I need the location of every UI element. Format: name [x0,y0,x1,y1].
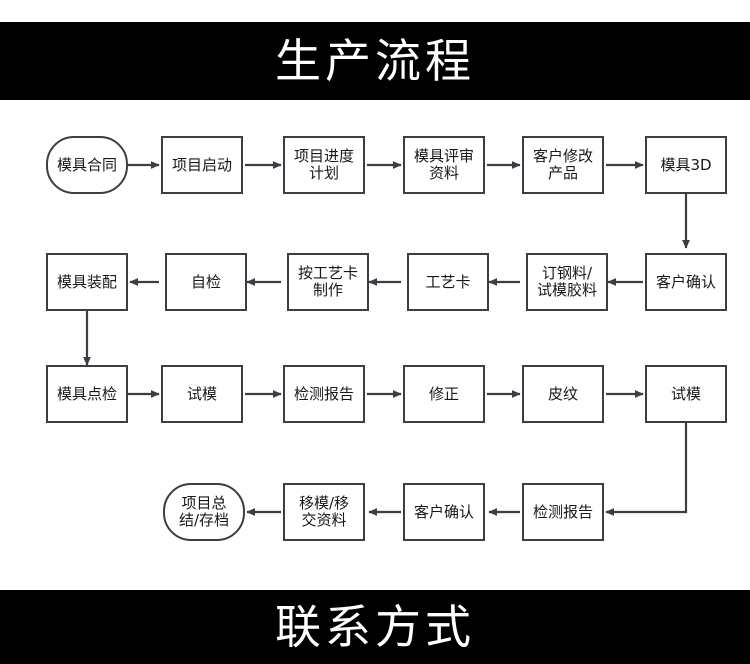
flow-node-project-start[interactable]: 项目启动 [161,136,243,194]
flow-node-customer-modify-product[interactable]: 客户修改 产品 [522,136,604,194]
header-banner: 生产流程 [0,22,750,100]
flow-node-label: 模具点检 [56,384,117,403]
flow-node-label: 移模/移 交资料 [298,494,350,529]
flow-node-label: 客户修改 产品 [532,147,593,182]
flow-node-label: 订钢料/ 试模胶料 [536,264,597,299]
flow-node-label: 修正 [428,384,459,403]
flow-node-project-schedule[interactable]: 项目进度 计划 [283,136,365,194]
flow-node-label: 检测报告 [532,502,593,521]
flow-node-mold-trial-1[interactable]: 试模 [161,365,243,423]
flow-node-label: 项目总 结/存档 [178,494,230,529]
flow-node-label: 模具装配 [56,272,117,291]
flow-node-label: 客户确认 [655,272,716,291]
flow-node-mold-trial-2[interactable]: 试模 [645,365,727,423]
flow-node-label: 皮纹 [547,384,578,403]
flow-node-mold-3d[interactable]: 模具3D [645,136,727,194]
flow-node-self-inspection[interactable]: 自检 [165,253,247,311]
flow-node-correction[interactable]: 修正 [403,365,485,423]
flow-node-inspection-report-1[interactable]: 检测报告 [283,365,365,423]
flow-node-label: 检测报告 [293,384,354,403]
flow-node-label: 试模 [670,384,701,403]
flow-node-label: 客户确认 [413,502,474,521]
flow-node-make-per-process-card[interactable]: 按工艺卡 制作 [287,253,369,311]
flow-node-customer-confirm-final[interactable]: 客户确认 [403,483,485,541]
flow-node-label: 模具评审 资料 [413,147,474,182]
flow-node-mold-transfer-docs[interactable]: 移模/移 交资料 [283,483,365,541]
flow-node-inspection-report-2[interactable]: 检测报告 [522,483,604,541]
flow-node-texture[interactable]: 皮纹 [522,365,604,423]
flow-node-order-steel-trial-resin[interactable]: 订钢料/ 试模胶料 [526,253,608,311]
flow-node-process-card[interactable]: 工艺卡 [407,253,489,311]
production-flowchart: 模具合同 项目启动 项目进度 计划 模具评审 资料 客户修改 产品 模具3D 模… [0,100,750,590]
flow-node-mold-assembly[interactable]: 模具装配 [46,253,128,311]
flow-node-mold-spot-check[interactable]: 模具点检 [46,365,128,423]
flow-node-mold-review-docs[interactable]: 模具评审 资料 [403,136,485,194]
flow-node-project-summary-archive[interactable]: 项目总 结/存档 [163,483,245,541]
flow-node-label: 自检 [190,272,221,291]
header-title: 生产流程 [275,34,475,88]
footer-banner: 联系方式 [0,590,750,664]
flow-node-label: 项目启动 [171,155,232,174]
flow-node-label: 试模 [186,384,217,403]
footer-title: 联系方式 [275,600,475,654]
flow-node-label: 模具3D [660,155,712,174]
flow-node-label: 项目进度 计划 [293,147,354,182]
flow-node-label: 按工艺卡 制作 [297,264,358,299]
flow-node-mold-contract[interactable]: 模具合同 [46,136,128,194]
flowchart-connectors [83,161,690,516]
flow-node-label: 模具合同 [56,155,117,174]
flow-node-label: 工艺卡 [425,272,471,291]
flow-node-customer-confirm-design[interactable]: 客户确认 [645,253,727,311]
